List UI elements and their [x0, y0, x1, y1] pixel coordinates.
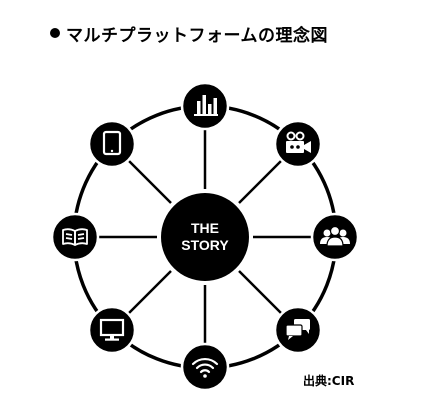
open-book-icon	[62, 228, 88, 246]
video-camera-icon	[286, 131, 311, 153]
spoke	[238, 160, 282, 204]
chat-bubbles-icon	[285, 319, 310, 340]
node-left	[50, 212, 100, 262]
spokes	[95, 126, 315, 347]
tablet-icon	[102, 130, 122, 156]
monitor-icon	[99, 318, 125, 341]
bullet-icon	[50, 28, 60, 38]
source-credit: 出典:CIR	[303, 374, 355, 388]
people-group-icon	[320, 225, 350, 247]
center-label-line1: THE	[191, 220, 219, 236]
node-top-left	[87, 119, 137, 169]
node-top-right	[273, 119, 323, 169]
title-text: マルチプラットフォームの理念図	[66, 25, 328, 46]
node-right	[310, 212, 360, 262]
center-label-line2: STORY	[181, 237, 229, 253]
diagram-title: マルチプラットフォームの理念図	[50, 22, 328, 46]
bar-chart-icon	[194, 95, 218, 116]
node-top	[180, 81, 230, 131]
spoke	[238, 270, 282, 314]
node-bottom	[180, 342, 230, 392]
node-bottom-left	[87, 305, 137, 355]
center-node: THE STORY	[161, 193, 249, 281]
spoke	[128, 270, 172, 314]
wifi-icon	[191, 357, 219, 378]
spoke	[128, 160, 172, 204]
node-bottom-right	[273, 305, 323, 355]
